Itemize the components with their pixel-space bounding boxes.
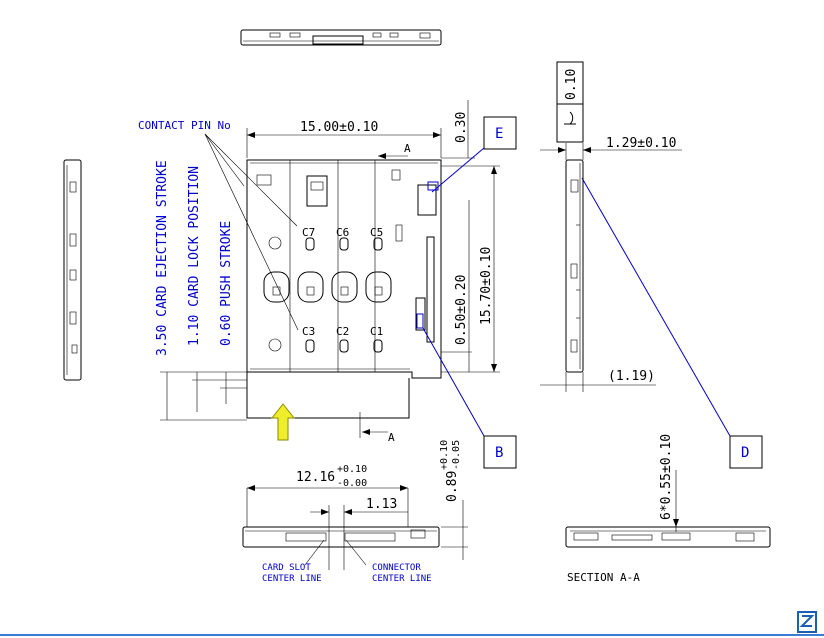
dim-side-thickness: 1.29±0.10 <box>606 136 676 151</box>
dim-b-offset: 0.50±0.20 <box>454 275 469 345</box>
dim-bottom-width-tol-dn: -0.00 <box>337 478 367 489</box>
dimension-lines <box>160 100 500 438</box>
svg-text:D: D <box>741 445 749 461</box>
pin-label-c5: C5 <box>370 226 383 239</box>
section-marker-top: A <box>404 142 411 155</box>
connector-label-2: CENTER LINE <box>372 574 432 584</box>
dim-bottom-width: 12.16 <box>296 470 335 485</box>
right-side-view <box>540 61 682 392</box>
bottom-rule <box>0 634 824 636</box>
dim-thickness-tol-up: +0.10 <box>439 440 450 470</box>
section-a-a-view <box>565 470 771 548</box>
dim-push-stroke: 0.60 PUSH STROKE <box>219 221 234 346</box>
callout-d: D <box>581 177 763 469</box>
dim-flatness: 0.10 <box>564 69 579 100</box>
dim-thickness-tol-dn: -0.05 <box>451 440 462 470</box>
dim-height: 15.70±0.10 <box>479 247 494 325</box>
push-arrow-icon <box>270 403 296 441</box>
dim-section-height: 6*0.55±0.10 <box>659 434 674 520</box>
flatness-symbol-icon <box>564 111 576 125</box>
pin-label-c6: C6 <box>336 226 349 239</box>
bottom-front-view <box>242 485 468 570</box>
top-side-view <box>240 29 442 46</box>
dim-top-gap: 0.30 <box>454 112 469 143</box>
dim-bottom-width-tol-up: +0.10 <box>337 464 367 475</box>
dim-eject-stroke: 3.50 CARD EJECTION STROKE <box>155 160 170 356</box>
contact-pin-label: CONTACT PIN No <box>138 119 231 132</box>
svg-text:E: E <box>495 126 503 142</box>
dim-width: 15.00±0.10 <box>300 120 378 135</box>
pin-label-c2: C2 <box>336 325 349 338</box>
dim-side-ref: (1.19) <box>608 369 655 384</box>
card-slot-label-1: CARD SLOT <box>262 563 311 573</box>
left-side-view <box>63 159 82 381</box>
card-slot-label-2: CENTER LINE <box>262 574 322 584</box>
connector-label-1: CONNECTOR <box>372 563 421 573</box>
logo-icon <box>797 611 817 633</box>
section-marker-bottom: A <box>388 431 395 444</box>
main-top-view <box>246 159 442 441</box>
svg-text:B: B <box>495 445 503 461</box>
contact-pads <box>263 271 392 303</box>
callout-b: B <box>422 327 517 469</box>
callout-e: E <box>431 116 517 193</box>
section-label: SECTION A-A <box>567 571 640 584</box>
pin-label-c3: C3 <box>302 325 315 338</box>
pin-label-c1: C1 <box>370 325 383 338</box>
pin-label-c7: C7 <box>302 226 315 239</box>
dim-thickness: 0.89 <box>445 471 460 502</box>
dim-lock-position: 1.10 CARD LOCK POSITION <box>187 166 202 346</box>
dim-offset: 1.13 <box>366 497 397 512</box>
